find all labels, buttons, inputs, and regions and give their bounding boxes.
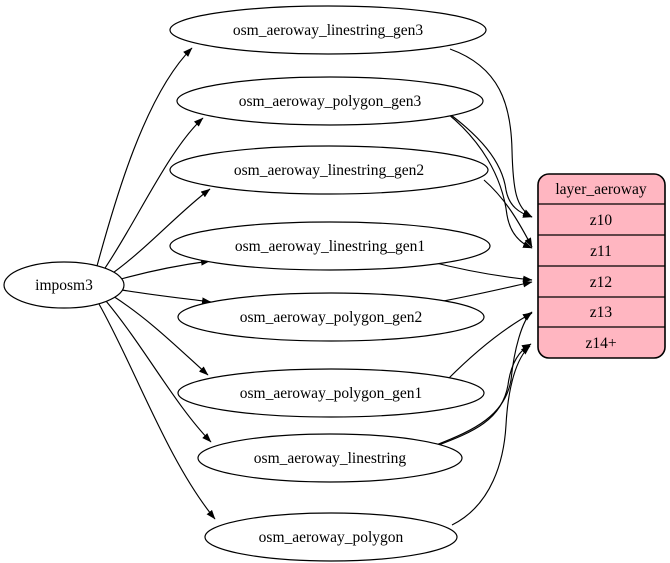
table-ellipse xyxy=(197,433,463,483)
table-label: osm_aeroway_polygon_gen1 xyxy=(240,385,423,402)
edge-polygon-gen2-z12 xyxy=(437,280,533,303)
node-osm-aeroway-linestring-gen3: osm_aeroway_linestring_gen3 xyxy=(169,5,487,55)
node-osm-aeroway-linestring-gen2: osm_aeroway_linestring_gen2 xyxy=(169,145,489,195)
node-osm-aeroway-linestring: osm_aeroway_linestring xyxy=(197,433,463,483)
layer-row-z10: z10 xyxy=(590,212,613,229)
edge-imposm3-polygon-gen2 xyxy=(121,289,212,305)
table-ellipse xyxy=(204,512,458,562)
node-osm-aeroway-linestring-gen1: osm_aeroway_linestring_gen1 xyxy=(169,221,491,271)
edge-linestring-gen1-z12 xyxy=(427,260,533,283)
table-label: osm_aeroway_polygon xyxy=(259,529,404,546)
table-label: osm_aeroway_linestring xyxy=(254,450,407,467)
node-osm-aeroway-polygon-gen2: osm_aeroway_polygon_gen2 xyxy=(177,292,485,342)
node-osm-aeroway-polygon: osm_aeroway_polygon xyxy=(204,512,458,562)
table-label: osm_aeroway_linestring_gen2 xyxy=(234,162,424,179)
edge-linestring-z14 xyxy=(435,343,532,447)
table-ellipse xyxy=(169,221,491,271)
node-layer-aeroway: layer_aeroway z10 z11 z12 z13 z14+ xyxy=(537,173,666,359)
edge-linestring-z13 xyxy=(435,311,533,446)
table-ellipse xyxy=(169,145,489,195)
layer-row-z13: z13 xyxy=(590,304,613,321)
table-label: osm_aeroway_polygon_gen2 xyxy=(240,309,423,326)
edge-imposm3-polygon-gen1 xyxy=(112,295,209,376)
table-ellipse xyxy=(177,292,485,342)
table-label: osm_aeroway_linestring_gen1 xyxy=(235,238,425,255)
edge-imposm3-linestring xyxy=(105,300,212,443)
imposm3-ellipse xyxy=(3,261,125,309)
edge-imposm3-linestring-gen3 xyxy=(96,47,193,267)
edge-imposm3-polygon-gen3 xyxy=(102,117,204,272)
imposm3-label: imposm3 xyxy=(35,277,93,294)
edge-linestring-gen3-z10 xyxy=(449,48,533,218)
layer-row-z11: z11 xyxy=(590,243,612,260)
node-osm-aeroway-polygon-gen1: osm_aeroway_polygon_gen1 xyxy=(177,368,485,418)
table-ellipse xyxy=(176,76,484,126)
edge-polygon-z14 xyxy=(451,345,531,526)
table-ellipse xyxy=(177,368,485,418)
edges-from-source xyxy=(96,47,216,520)
node-osm-aeroway-polygon-gen3: osm_aeroway_polygon_gen3 xyxy=(176,76,484,126)
edge-imposm3-linestring-gen1 xyxy=(120,258,211,280)
layer-aeroway-title: layer_aeroway xyxy=(555,181,646,198)
edges-to-layer xyxy=(427,48,533,526)
edge-imposm3-linestring-gen2 xyxy=(109,188,211,276)
edge-linestring-gen2-z11 xyxy=(483,179,533,248)
layer-row-z12: z12 xyxy=(590,274,612,291)
table-ellipse xyxy=(169,5,487,55)
table-label: osm_aeroway_linestring_gen3 xyxy=(233,22,424,39)
node-imposm3: imposm3 xyxy=(3,261,125,309)
edge-polygon-gen3-z10 xyxy=(446,111,533,218)
edge-imposm3-polygon xyxy=(98,303,216,520)
layer-row-z14: z14+ xyxy=(585,335,616,352)
edge-polygon-gen3-z11 xyxy=(446,112,533,249)
table-label: osm_aeroway_polygon_gen3 xyxy=(239,93,422,110)
